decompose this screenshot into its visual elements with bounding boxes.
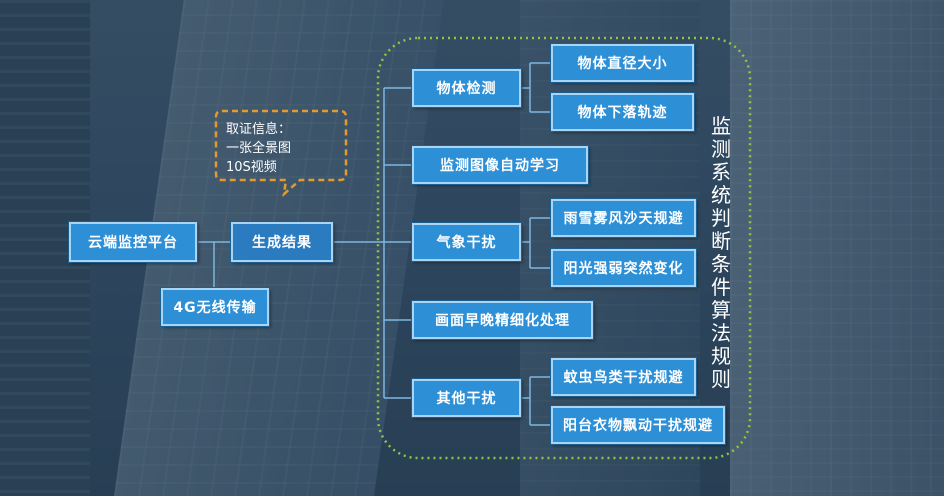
balcony-clothes-avoid-node: 阳台衣物飘动干扰规避 bbox=[550, 405, 726, 445]
group-border bbox=[376, 36, 752, 460]
object-trajectory-node: 物体下落轨迹 bbox=[550, 92, 695, 132]
callout-line: 10S视频 bbox=[226, 160, 277, 175]
day-night-processing-node: 画面早晚精细化处理 bbox=[411, 300, 594, 340]
group-title-char: 规 bbox=[711, 344, 731, 368]
group-title: 监 测 系 统 判 断 条 件 算 法 规 则 bbox=[707, 115, 735, 391]
object-detection-node: 物体检测 bbox=[411, 68, 522, 108]
weather-interference-node: 气象干扰 bbox=[411, 222, 522, 262]
group-title-char: 算 bbox=[711, 298, 731, 322]
group-title-char: 统 bbox=[711, 183, 731, 207]
4g-transmission-node: 4G无线传输 bbox=[160, 287, 270, 327]
auto-learning-node: 监测图像自动学习 bbox=[411, 145, 589, 185]
cloud-platform-node: 云端监控平台 bbox=[68, 221, 198, 263]
sunlight-change-node: 阳光强弱突然变化 bbox=[550, 248, 697, 288]
group-title-char: 断 bbox=[711, 229, 731, 253]
group-title-char: 法 bbox=[711, 321, 731, 345]
group-title-char: 条 bbox=[711, 252, 731, 276]
callout-line: 一张全景图 bbox=[226, 141, 292, 156]
other-interference-node: 其他干扰 bbox=[411, 378, 522, 418]
group-title-char: 则 bbox=[711, 367, 731, 391]
rain-snow-avoid-node: 雨雪雾风沙天规避 bbox=[550, 198, 697, 238]
group-title-char: 件 bbox=[711, 275, 731, 299]
generate-result-node: 生成结果 bbox=[230, 221, 334, 263]
evidence-callout: 取证信息： 一张全景图 10S视频 bbox=[226, 120, 291, 177]
group-title-char: 判 bbox=[711, 206, 731, 230]
group-title-char: 系 bbox=[711, 160, 731, 184]
object-diameter-node: 物体直径大小 bbox=[550, 43, 695, 83]
callout-line: 取证信息： bbox=[226, 122, 292, 137]
group-title-char: 监 bbox=[711, 114, 731, 138]
callout-border bbox=[214, 109, 348, 198]
insect-bird-avoid-node: 蚊虫鸟类干扰规避 bbox=[550, 357, 697, 397]
building-decoration bbox=[730, 0, 944, 496]
group-title-char: 测 bbox=[711, 137, 731, 161]
